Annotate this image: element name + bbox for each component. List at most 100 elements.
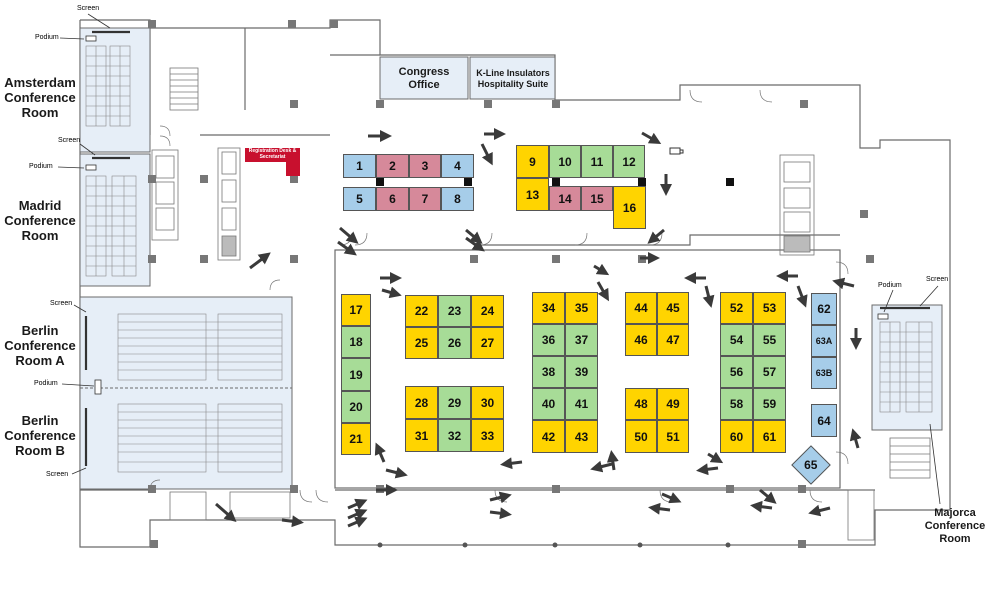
booth-24[interactable]: 24 — [471, 295, 504, 327]
booth-19[interactable]: 19 — [341, 358, 371, 391]
booth-10[interactable]: 10 — [549, 145, 581, 178]
booth-18[interactable]: 18 — [341, 326, 371, 358]
booth-32[interactable]: 32 — [438, 419, 471, 452]
booth-3[interactable]: 3 — [409, 154, 441, 178]
booth-64[interactable]: 64 — [811, 404, 837, 437]
booth-65-label: 65 — [804, 458, 818, 473]
booth-63b[interactable]: 63B — [811, 357, 837, 389]
booth-17[interactable]: 17 — [341, 294, 371, 326]
coffee-icon — [669, 147, 684, 155]
booth-13[interactable]: 13 — [516, 178, 549, 211]
booth-61[interactable]: 61 — [753, 420, 786, 453]
booth-51[interactable]: 51 — [657, 420, 689, 453]
majorca-room-label: Majorca Conference Room — [924, 507, 986, 545]
booth-36[interactable]: 36 — [532, 324, 565, 356]
majorca-podium-label: Podium — [878, 282, 902, 289]
screens — [84, 30, 930, 466]
label-pointers — [57, 13, 941, 505]
madrid-podium-label: Podium — [29, 163, 53, 170]
booth-42[interactable]: 42 — [532, 420, 565, 453]
booth-25[interactable]: 25 — [405, 327, 438, 359]
booth-53[interactable]: 53 — [753, 292, 786, 324]
amsterdam-room-label: Amsterdam Conference Room — [4, 75, 76, 120]
registration-desk: Registration Desk & Secretariat — [245, 148, 300, 162]
majorca-room-area — [871, 304, 943, 431]
booth-28[interactable]: 28 — [405, 386, 438, 419]
booth-60[interactable]: 60 — [720, 420, 753, 453]
booth-48[interactable]: 48 — [625, 388, 657, 420]
booth-40[interactable]: 40 — [532, 388, 565, 420]
booth-49[interactable]: 49 — [657, 388, 689, 420]
berlin-room-area — [79, 296, 293, 490]
booth-14[interactable]: 14 — [549, 186, 581, 211]
booth-12[interactable]: 12 — [613, 145, 645, 178]
booth-44[interactable]: 44 — [625, 292, 657, 324]
kline-suite-area — [469, 56, 556, 100]
booth-23[interactable]: 23 — [438, 295, 471, 327]
bottom-pillars — [377, 542, 731, 548]
booth-16[interactable]: 16 — [613, 186, 646, 229]
booth-52[interactable]: 52 — [720, 292, 753, 324]
berlin-a-room-label: Berlin Conference Room A — [4, 323, 76, 368]
berlin-b-screen-label: Screen — [46, 471, 69, 478]
booth-27[interactable]: 27 — [471, 327, 504, 359]
booth-39[interactable]: 39 — [565, 356, 598, 388]
booth-21[interactable]: 21 — [341, 423, 371, 455]
booth-6[interactable]: 6 — [376, 187, 409, 211]
booth-30[interactable]: 30 — [471, 386, 504, 419]
booth-29[interactable]: 29 — [438, 386, 471, 419]
booth-33[interactable]: 33 — [471, 419, 504, 452]
congress-office-label: Congress Office — [398, 66, 450, 91]
booth-54[interactable]: 54 — [720, 324, 753, 356]
registration-desk-return — [286, 162, 300, 176]
berlin-podium-label: Podium — [34, 380, 58, 387]
berlin-b-room-label: Berlin Conference Room B — [4, 413, 76, 458]
booth-38[interactable]: 38 — [532, 356, 565, 388]
booth-63a[interactable]: 63A — [811, 325, 837, 357]
booth-22[interactable]: 22 — [405, 295, 438, 327]
majorca-screen-label: Screen — [926, 276, 949, 283]
booth-31[interactable]: 31 — [405, 419, 438, 452]
booth-41[interactable]: 41 — [565, 388, 598, 420]
booth-15[interactable]: 15 — [581, 186, 613, 211]
booth-50[interactable]: 50 — [625, 420, 657, 453]
booth-59[interactable]: 59 — [753, 388, 786, 420]
conference-rooms — [79, 27, 943, 490]
booth-45[interactable]: 45 — [657, 292, 689, 324]
booth-56[interactable]: 56 — [720, 356, 753, 388]
berlin-b-seats — [117, 403, 283, 473]
amsterdam-room-area — [79, 27, 151, 153]
booth-46[interactable]: 46 — [625, 324, 657, 356]
booth-11[interactable]: 11 — [581, 145, 613, 178]
amsterdam-seats — [85, 45, 131, 127]
stairs — [151, 67, 931, 541]
booth-26[interactable]: 26 — [438, 327, 471, 359]
booth-35[interactable]: 35 — [565, 292, 598, 324]
seating — [85, 45, 933, 473]
booth-5[interactable]: 5 — [343, 187, 376, 211]
booth-8[interactable]: 8 — [441, 187, 474, 211]
booth-9[interactable]: 9 — [516, 145, 549, 178]
flow-arrows — [215, 128, 862, 528]
booth-62[interactable]: 62 — [811, 293, 837, 325]
podiums — [85, 35, 889, 395]
booth-47[interactable]: 47 — [657, 324, 689, 356]
booth-7[interactable]: 7 — [409, 187, 441, 211]
booth-58[interactable]: 58 — [720, 388, 753, 420]
booth-43[interactable]: 43 — [565, 420, 598, 453]
booth-34[interactable]: 34 — [532, 292, 565, 324]
madrid-screen-label: Screen — [58, 137, 81, 144]
booth-37[interactable]: 37 — [565, 324, 598, 356]
amsterdam-screen-label: Screen — [77, 5, 100, 12]
congress-office-area — [379, 56, 469, 100]
booth-57[interactable]: 57 — [753, 356, 786, 388]
booth-20[interactable]: 20 — [341, 391, 371, 423]
booth-55[interactable]: 55 — [753, 324, 786, 356]
madrid-seats — [85, 175, 137, 277]
booth-2[interactable]: 2 — [376, 154, 409, 178]
doors — [149, 89, 849, 503]
booth-4[interactable]: 4 — [441, 154, 474, 178]
amsterdam-podium-label: Podium — [35, 34, 59, 41]
booth-1[interactable]: 1 — [343, 154, 376, 178]
